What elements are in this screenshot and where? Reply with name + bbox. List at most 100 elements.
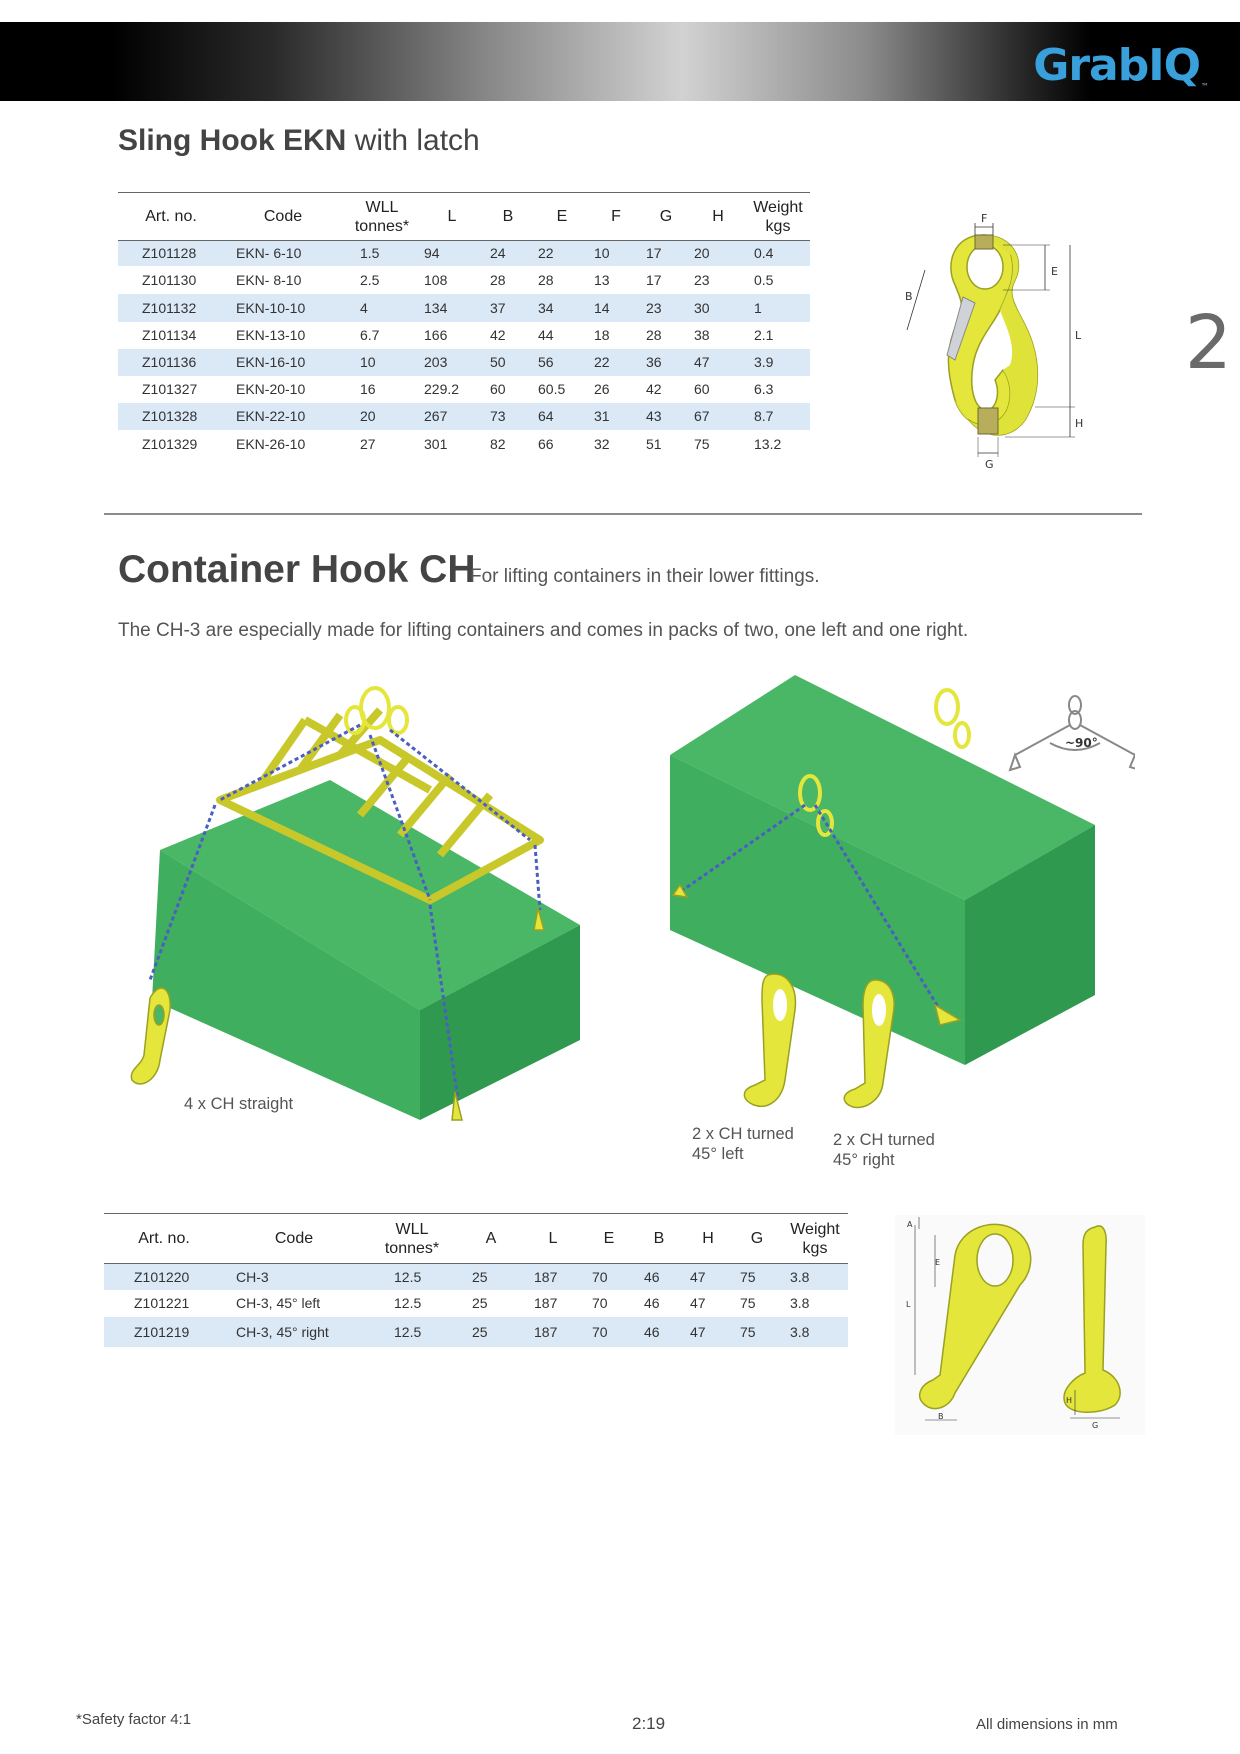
table-cell: 66 bbox=[538, 435, 554, 452]
dim-label-b: B bbox=[905, 290, 913, 303]
container-spreader-illustration bbox=[130, 686, 580, 1121]
column-header: G bbox=[750, 1230, 764, 1247]
table-cell: 17 bbox=[646, 271, 662, 288]
table-cell: 16 bbox=[360, 381, 376, 397]
table-cell: 67 bbox=[690, 402, 746, 430]
dim-label-ch-e: E bbox=[935, 1258, 940, 1267]
table-cell: EKN-10-10 bbox=[224, 293, 342, 322]
table-cell: CH-3 bbox=[224, 1263, 364, 1290]
table-cell: 64 bbox=[534, 402, 590, 430]
table-cell: 47 bbox=[690, 1295, 706, 1311]
table-cell: Z101134 bbox=[142, 327, 197, 343]
table-cell: 38 bbox=[694, 327, 710, 343]
table-cell: 203 bbox=[422, 348, 482, 376]
table-cell: 187 bbox=[522, 1316, 584, 1347]
table-cell: 18 bbox=[594, 327, 610, 343]
column-header: E bbox=[603, 1230, 615, 1247]
dim-label-h: H bbox=[1075, 417, 1083, 430]
column-header: H bbox=[712, 208, 724, 225]
dim-label-ch-b: B bbox=[938, 1412, 944, 1421]
table-cell: 75 bbox=[732, 1316, 782, 1347]
table-cell: 14 bbox=[590, 293, 642, 322]
table-cell: 37 bbox=[482, 293, 534, 322]
table-cell: EKN-13-10 bbox=[236, 327, 306, 343]
table-cell: CH-3, 45° left bbox=[236, 1295, 321, 1311]
table-cell: Z101329 bbox=[142, 435, 198, 452]
table-cell: 24 bbox=[482, 240, 534, 266]
table-cell: 31 bbox=[590, 402, 642, 430]
column-header: L bbox=[447, 208, 457, 225]
dim-label-e: E bbox=[1051, 265, 1058, 278]
table-cell: 3.8 bbox=[782, 1316, 848, 1347]
table-cell: EKN-26-10 bbox=[236, 435, 306, 452]
table-cell: 60 bbox=[694, 381, 710, 397]
table-cell: 3.9 bbox=[746, 348, 810, 376]
container-corner-lift-illustration: ~90° bbox=[670, 675, 1135, 1065]
column-header: Art. no. bbox=[145, 208, 197, 225]
table-cell: 12.5 bbox=[364, 1316, 460, 1347]
column-header: B bbox=[502, 208, 514, 225]
column-header: G bbox=[659, 208, 673, 225]
table-cell: 20 bbox=[342, 402, 422, 430]
table-cell: 42 bbox=[646, 381, 662, 397]
table-cell: 44 bbox=[538, 327, 554, 343]
table-cell: 73 bbox=[482, 402, 534, 430]
table-cell: 46 bbox=[634, 1316, 684, 1347]
table-cell: 27 bbox=[360, 435, 376, 452]
table-cell: 70 bbox=[592, 1295, 608, 1311]
column-header: Art. no. bbox=[138, 1230, 190, 1247]
dim-label-ch-g: G bbox=[1092, 1421, 1098, 1430]
table-cell: CH-3, 45° right bbox=[224, 1316, 364, 1347]
table-cell: 28 bbox=[646, 327, 662, 343]
table-cell: 22 bbox=[590, 348, 642, 376]
table-cell: 42 bbox=[490, 327, 506, 343]
table-cell: 3.8 bbox=[790, 1295, 810, 1311]
angle-label: ~90° bbox=[1065, 736, 1098, 750]
table-cell: 13.2 bbox=[754, 435, 782, 452]
table-cell: 22 bbox=[534, 240, 590, 266]
table-cell: 25 bbox=[472, 1295, 488, 1311]
section-subtitle: For lifting containers in their lower fi… bbox=[470, 566, 820, 587]
column-header: F bbox=[611, 208, 621, 225]
table-cell: Z101128 bbox=[118, 240, 224, 266]
section-divider bbox=[104, 513, 1142, 515]
table-cell: 75 bbox=[740, 1295, 756, 1311]
table-cell: 166 bbox=[424, 327, 448, 343]
table-cell: 43 bbox=[642, 402, 690, 430]
dim-label-g: G bbox=[985, 458, 994, 471]
table-cell: 17 bbox=[642, 240, 690, 266]
column-header: A bbox=[485, 1230, 497, 1247]
table-cell: 32 bbox=[594, 435, 610, 452]
table-cell: 187 bbox=[522, 1263, 584, 1290]
header-band bbox=[0, 22, 1240, 101]
container-hook-left-turned bbox=[743, 973, 797, 1107]
table-cell: 47 bbox=[684, 1316, 732, 1347]
table-cell: 94 bbox=[422, 240, 482, 266]
table-cell: 28 bbox=[538, 271, 554, 288]
table-cell: 47 bbox=[690, 348, 746, 376]
table-cell: 60 bbox=[490, 381, 506, 397]
table-cell: 56 bbox=[534, 348, 590, 376]
table-cell: 20 bbox=[690, 240, 746, 266]
table-cell: Z101130 bbox=[142, 271, 197, 288]
table-cell: 12.5 bbox=[364, 1263, 460, 1290]
table-cell: 70 bbox=[584, 1316, 634, 1347]
table-cell: 0.5 bbox=[754, 271, 774, 288]
container-hook-diagram: L E A B G H bbox=[895, 1215, 1145, 1435]
table-cell: 267 bbox=[422, 402, 482, 430]
table-cell: 229.2 bbox=[424, 381, 460, 397]
table-cell: 1.5 bbox=[342, 240, 422, 266]
table-cell: 47 bbox=[684, 1263, 732, 1290]
dim-label-l: L bbox=[1075, 329, 1082, 342]
table-cell: 6.3 bbox=[754, 381, 774, 397]
column-header: Code bbox=[274, 1230, 314, 1247]
dim-label-ch-a: A bbox=[907, 1220, 913, 1229]
